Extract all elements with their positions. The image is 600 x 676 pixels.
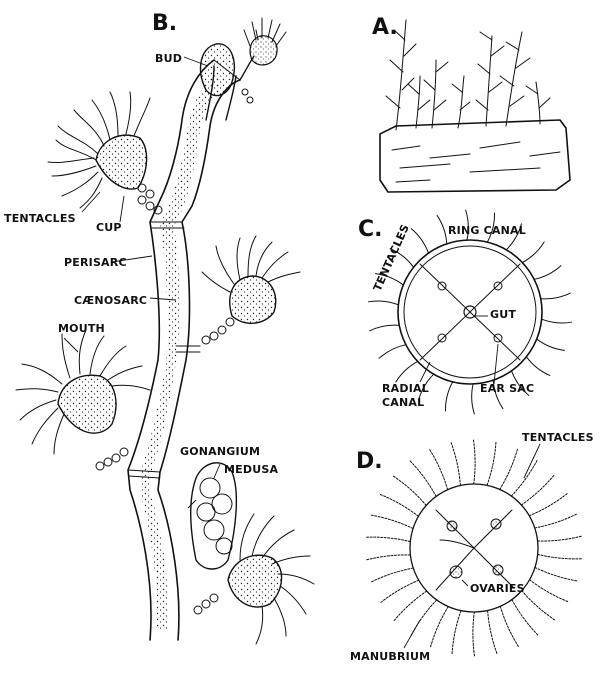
label-mouth: MOUTH — [58, 322, 105, 335]
tentacle — [535, 514, 577, 528]
tentacle — [445, 382, 452, 411]
tentacle — [411, 229, 428, 254]
tentacle — [370, 325, 399, 331]
label-ring-canal: RING CANAL — [448, 224, 526, 237]
tentacle — [530, 580, 568, 602]
tentacle — [473, 440, 475, 484]
tentacle — [512, 600, 538, 635]
tentacle — [488, 611, 497, 654]
tentacle — [371, 515, 413, 528]
hydranth-lower-left — [16, 330, 150, 454]
label-perisarc: PERISARC — [64, 256, 127, 269]
panel-d-letter: D. — [356, 449, 383, 474]
panel-c-medusa: C. RING CANAL TENTACLES GUT RADIAL CANAL… — [358, 210, 571, 414]
label-medusa: MEDUSA — [224, 463, 278, 476]
rings-lower-left — [96, 448, 128, 470]
gonangium — [191, 463, 237, 569]
tentacle — [430, 450, 448, 490]
panel-a-colony-on-rock: A. — [372, 15, 570, 192]
label-gut: GUT — [490, 308, 516, 321]
tentacle — [380, 494, 418, 516]
tentacle — [500, 449, 518, 489]
label-canal: CANAL — [382, 396, 424, 409]
tentacle — [379, 345, 406, 359]
rings-middle-right — [202, 318, 234, 344]
tentacle — [534, 266, 561, 280]
tentacle — [521, 475, 554, 505]
label-caenosarc: CÆNOSARC — [74, 294, 147, 307]
tentacle — [542, 319, 572, 323]
tentacle — [541, 293, 570, 299]
tentacle — [394, 591, 427, 621]
panel-c-letter: C. — [358, 217, 383, 242]
tentacle — [431, 607, 449, 647]
tentacle — [537, 339, 565, 350]
tentacle — [472, 384, 475, 414]
panel-d-medusa: D. TENTACLES OVARIES MANUBRIUM — [350, 431, 594, 663]
tentacle — [500, 606, 518, 646]
tentacle — [393, 476, 426, 505]
tentacle — [522, 242, 544, 263]
tentacle — [522, 591, 555, 620]
label-ear-sac: EAR SAC — [480, 382, 534, 395]
panel-b-letter: B. — [152, 11, 177, 36]
tentacle — [367, 537, 411, 541]
tentacle — [511, 460, 537, 496]
tentacle — [451, 442, 460, 485]
tentacle — [410, 461, 436, 496]
tentacle — [526, 357, 549, 376]
hydranth-upper-left — [48, 92, 150, 208]
tentacle — [538, 536, 582, 541]
tentacle — [369, 301, 399, 305]
tentacle — [473, 612, 475, 656]
tentacle — [437, 215, 447, 243]
bud — [201, 44, 235, 96]
tentacle — [529, 494, 567, 516]
label-gonangium: GONANGIUM — [180, 445, 260, 458]
label-ovaries: OVARIES — [470, 582, 525, 595]
tentacle — [371, 568, 413, 582]
label-radial: RADIAL — [382, 382, 429, 395]
panel-a-letter: A. — [372, 15, 398, 40]
label-cup: CUP — [96, 221, 122, 234]
tentacle — [367, 555, 411, 560]
medusa-buds — [197, 478, 232, 554]
label-tentacles-d: TENTACLES — [522, 431, 594, 444]
hydranth-middle-right — [202, 236, 300, 323]
tentacle — [535, 567, 577, 580]
label-tentacles-b: TENTACLES — [4, 212, 76, 225]
label-manubrium: MANUBRIUM — [350, 650, 430, 663]
tentacle — [538, 554, 582, 558]
tentacle — [487, 442, 496, 485]
tentacle — [381, 580, 419, 602]
tentacle — [452, 611, 461, 654]
top-hydranth — [240, 18, 286, 103]
rings-upper-left — [138, 184, 162, 214]
tentacle — [411, 600, 437, 636]
hydranth-lower-right — [194, 514, 314, 644]
tentacle — [396, 361, 418, 382]
panel-b-colony: B. BUD TENTACLES CUP PERISARC CÆNOSARC M… — [4, 11, 314, 644]
label-bud: BUD — [155, 52, 182, 65]
